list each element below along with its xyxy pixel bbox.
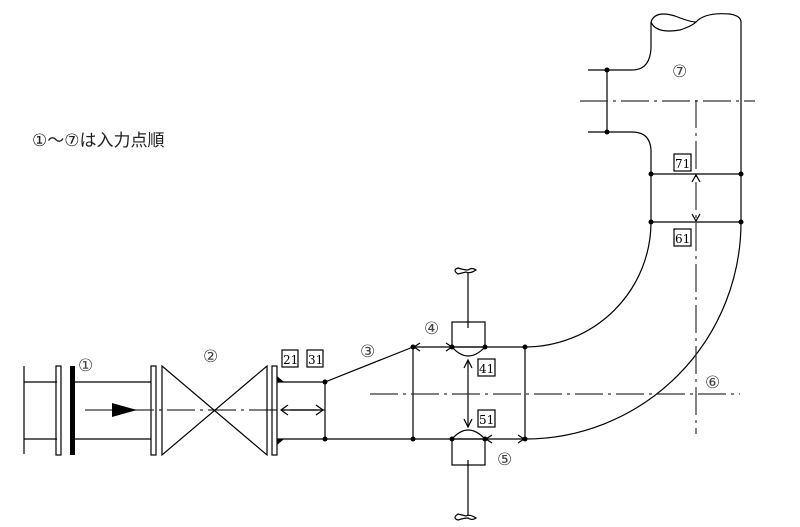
point-4: ④ — [424, 319, 439, 339]
tag-31: 31 — [308, 353, 323, 367]
tag-71: 71 — [675, 157, 690, 171]
point-6: ⑥ — [705, 373, 720, 393]
tag-boxes: 21 31 41 51 61 71 — [281, 153, 692, 428]
point-7: ⑦ — [672, 62, 687, 82]
elbow — [524, 100, 742, 440]
valve — [161, 364, 284, 457]
tag-61: 61 — [675, 232, 690, 246]
tag-21: 21 — [283, 353, 298, 367]
nodes — [322, 67, 744, 442]
riser-pipe — [580, 13, 755, 223]
input-order-note: ①～⑦は入力点順 — [32, 131, 165, 151]
flow-arrow-icon — [112, 403, 137, 417]
tag-41: 41 — [479, 362, 494, 376]
reducer — [277, 346, 414, 440]
tee-section — [370, 267, 740, 521]
point-2: ② — [203, 347, 218, 367]
point-1: ① — [78, 356, 93, 376]
tag-51: 51 — [479, 413, 494, 427]
orifice-plate — [70, 366, 75, 455]
point-labels: ① ② ③ ④ ⑤ ⑥ ⑦ — [78, 62, 720, 470]
point-3: ③ — [360, 342, 375, 362]
point-5: ⑤ — [497, 450, 512, 470]
